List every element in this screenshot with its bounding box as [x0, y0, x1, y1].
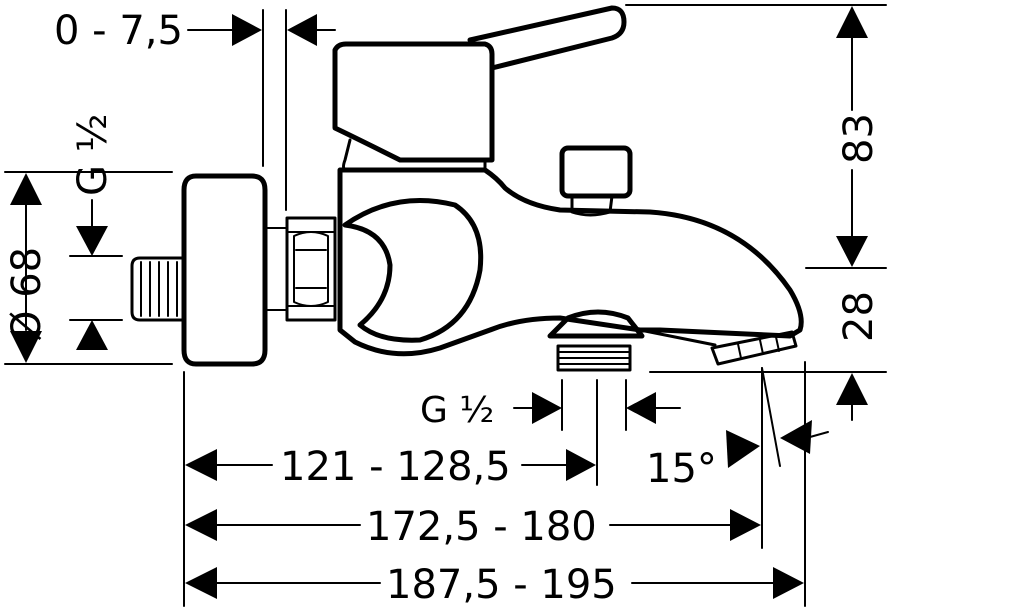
handle-neck — [342, 138, 487, 172]
diverter-knob — [559, 145, 633, 217]
dim-thread-left: G ½ — [70, 114, 116, 350]
handle-cap — [332, 41, 495, 163]
dim-height-83-label: 83 — [836, 113, 882, 164]
aerator — [710, 330, 798, 366]
dim-height-28: 28 — [836, 291, 882, 421]
dim-length-1-label: 121 - 128,5 — [280, 444, 511, 490]
extension-lines — [4, 4, 887, 607]
dim-length-2: 172,5 - 180 — [185, 504, 761, 550]
dim-offset-top: 0 - 7,5 — [54, 8, 336, 54]
wall-rosette — [181, 173, 268, 367]
connection-nut — [264, 216, 337, 322]
lever — [467, 5, 627, 71]
dim-diameter-label: Ø 68 — [4, 247, 50, 342]
faucet-outline — [130, 5, 804, 372]
dim-length-2-label: 172,5 - 180 — [366, 504, 597, 550]
dim-height-83: 83 — [836, 6, 882, 267]
dim-length-1: 121 - 128,5 — [185, 444, 596, 490]
dim-angle-label: 15° — [646, 446, 717, 492]
body-circle — [342, 198, 484, 343]
dim-thread-bottom-label: G ½ — [420, 390, 494, 431]
inlet-thread — [130, 256, 186, 322]
dim-thread-bottom: G ½ — [420, 390, 681, 431]
shower-outlet — [547, 309, 645, 372]
spout-lower — [638, 328, 717, 347]
dim-offset-top-label: 0 - 7,5 — [54, 8, 183, 54]
dim-diameter: Ø 68 — [4, 173, 50, 363]
dim-thread-left-label: G ½ — [70, 114, 116, 196]
dim-length-3: 187,5 - 195 — [185, 562, 804, 608]
dim-angle: 15° — [646, 420, 829, 492]
mixer-body — [337, 167, 804, 357]
dim-height-28-label: 28 — [836, 291, 882, 342]
dim-length-3-label: 187,5 - 195 — [386, 562, 617, 608]
